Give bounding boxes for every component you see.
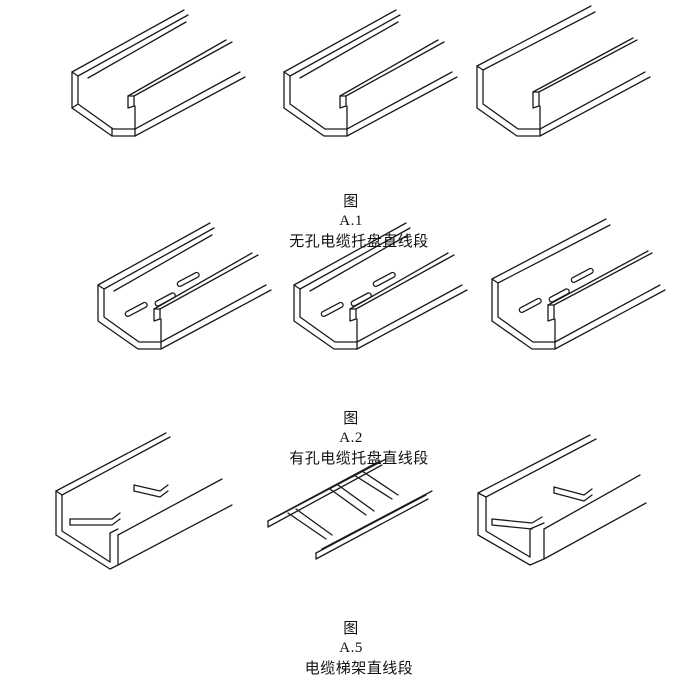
tray-perforated-1	[97, 222, 272, 350]
ladder-1	[55, 432, 233, 570]
ladder-3	[477, 434, 647, 566]
tray-unperforated-3	[476, 5, 651, 137]
tray-perforated-3	[491, 218, 666, 350]
figure-a5-label: 图	[343, 619, 359, 637]
figure-a1-drawings	[71, 5, 651, 137]
figure-a2-title: 有孔电缆托盘直线段	[289, 449, 429, 467]
figure-page: 图 A.1 无孔电缆托盘直线段	[0, 5, 681, 677]
figure-a2-caption: 图 A.2 有孔电缆托盘直线段	[0, 389, 681, 486]
tray-perforated-2	[293, 222, 468, 350]
figure-a2-label: 图	[343, 409, 359, 427]
figure-a5-caption: 图 A.5 电缆梯架直线段	[0, 599, 681, 696]
figure-a2-drawings	[97, 218, 666, 350]
figure-a5-drawings	[55, 432, 647, 570]
figure-a5-title: 电缆梯架直线段	[304, 659, 414, 677]
figure-a2-number: A.2	[339, 430, 363, 446]
ladder-2	[267, 458, 433, 560]
figure-a1-number: A.1	[339, 213, 363, 229]
figure-a5-number: A.5	[339, 640, 363, 656]
figure-a1-label: 图	[343, 192, 359, 210]
tray-unperforated-2	[283, 9, 458, 137]
tray-unperforated-1	[71, 9, 246, 137]
